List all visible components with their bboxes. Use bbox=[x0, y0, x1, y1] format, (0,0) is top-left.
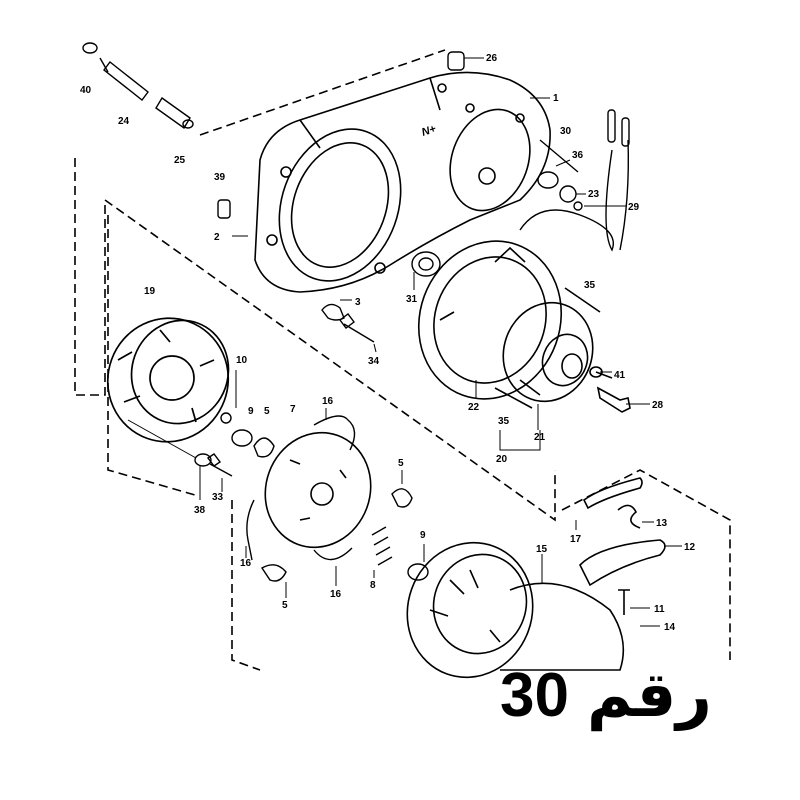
callout-16-left: 16 bbox=[240, 558, 252, 569]
callout-5-lower: 5 bbox=[282, 600, 288, 611]
callout-40: 40 bbox=[80, 85, 92, 96]
wire-harness bbox=[519, 139, 630, 252]
figure-word: رقم bbox=[586, 658, 712, 731]
washer-38 bbox=[194, 453, 212, 467]
callout-5-upper: 5 bbox=[264, 406, 270, 417]
callout-19: 19 bbox=[144, 286, 156, 297]
shaft-24 bbox=[103, 61, 149, 101]
leader-lines bbox=[127, 57, 682, 627]
washer-9b bbox=[407, 563, 429, 581]
callout-39: 39 bbox=[214, 172, 226, 183]
rotor-21 bbox=[502, 301, 594, 403]
figure-number: 30 bbox=[500, 661, 569, 730]
callout-1: 1 bbox=[553, 93, 559, 104]
stator-plate-22 bbox=[417, 240, 563, 400]
washer-40 bbox=[82, 42, 98, 54]
callout-33: 33 bbox=[212, 492, 224, 503]
washer-9a bbox=[231, 429, 253, 447]
callout-16-top: 16 bbox=[322, 396, 334, 407]
callout-38: 38 bbox=[194, 505, 206, 516]
callout-35-bottom: 35 bbox=[498, 416, 510, 427]
bolt-35b bbox=[494, 387, 533, 409]
callout-16-lower: 16 bbox=[330, 589, 342, 600]
recoil-starter bbox=[406, 477, 666, 679]
ratchet-plate-7 bbox=[264, 431, 372, 549]
callout-25: 25 bbox=[174, 155, 186, 166]
spring-16c bbox=[313, 547, 353, 561]
callout-23: 23 bbox=[588, 189, 600, 200]
callout-15: 15 bbox=[536, 544, 548, 555]
callout-21: 21 bbox=[534, 432, 546, 443]
clip-29 bbox=[573, 201, 583, 211]
washer-10 bbox=[220, 412, 232, 424]
callout-12: 12 bbox=[684, 542, 696, 553]
cover-bore-2 bbox=[449, 108, 531, 212]
starter-group-outline bbox=[231, 500, 261, 671]
bolt-33 bbox=[206, 453, 233, 477]
callout-31: 31 bbox=[406, 294, 418, 305]
clamp-3 bbox=[321, 303, 345, 321]
stator-assembly bbox=[417, 240, 631, 413]
starter-reel-15 bbox=[406, 541, 534, 679]
group-outlines bbox=[74, 49, 731, 671]
spring-8 bbox=[371, 526, 393, 566]
nut-28 bbox=[596, 386, 631, 413]
callout-10: 10 bbox=[236, 355, 248, 366]
bolt-30 bbox=[539, 139, 579, 173]
callout-24: 24 bbox=[118, 116, 130, 127]
washer-41-line bbox=[595, 371, 613, 379]
callout-34: 34 bbox=[368, 356, 380, 367]
callout-20: 20 bbox=[496, 454, 508, 465]
crankcase-cover bbox=[254, 71, 551, 293]
pawl-5a bbox=[253, 437, 275, 458]
screw-34 bbox=[339, 313, 375, 343]
callout-36: 36 bbox=[572, 150, 584, 161]
callout-28: 28 bbox=[652, 400, 664, 411]
pin-25 bbox=[155, 96, 191, 130]
callout-13: 13 bbox=[656, 518, 668, 529]
spring-16b bbox=[246, 499, 255, 561]
pin-assembly bbox=[82, 42, 194, 130]
bolt-35a bbox=[564, 287, 601, 313]
spring-13 bbox=[617, 504, 641, 529]
starter-case-14 bbox=[500, 582, 625, 671]
grommet-23 bbox=[559, 185, 577, 203]
callout-labels: 40 24 25 26 1 30 36 23 29 39 2 31 3 34 3… bbox=[80, 53, 696, 633]
flywheel-bore bbox=[278, 128, 402, 282]
callout-22: 22 bbox=[468, 402, 480, 413]
callout-9-upper: 9 bbox=[248, 406, 254, 417]
callout-5-right: 5 bbox=[398, 458, 404, 469]
callout-3: 3 bbox=[355, 297, 361, 308]
callout-41: 41 bbox=[614, 370, 626, 381]
outer-group-outline bbox=[74, 158, 556, 522]
dowel-39 bbox=[217, 199, 231, 219]
washer-36 bbox=[537, 171, 559, 189]
rope-guide-11 bbox=[618, 589, 630, 615]
callout-26: 26 bbox=[486, 53, 498, 64]
pawl-5c bbox=[391, 488, 413, 508]
callout-35-top: 35 bbox=[584, 280, 596, 291]
cover-group-outline bbox=[199, 49, 446, 136]
bushing-26 bbox=[447, 51, 465, 71]
callout-29: 29 bbox=[628, 202, 640, 213]
pawl-5b bbox=[261, 564, 287, 582]
callout-9-lower: 9 bbox=[420, 530, 426, 541]
cover-marking: N+ bbox=[420, 123, 438, 139]
callout-30: 30 bbox=[560, 126, 572, 137]
inner-group-outline bbox=[107, 215, 196, 496]
handle-12 bbox=[579, 539, 666, 587]
spring-16a bbox=[313, 415, 356, 451]
callout-2: 2 bbox=[214, 232, 220, 243]
callout-17: 17 bbox=[570, 534, 582, 545]
callout-14: 14 bbox=[664, 622, 676, 633]
cover-17 bbox=[582, 477, 643, 510]
seal-31 bbox=[411, 251, 441, 277]
callout-11: 11 bbox=[654, 604, 665, 615]
flywheel-cup-19 bbox=[106, 317, 230, 443]
callout-7: 7 bbox=[290, 404, 296, 415]
callout-8: 8 bbox=[370, 580, 376, 591]
